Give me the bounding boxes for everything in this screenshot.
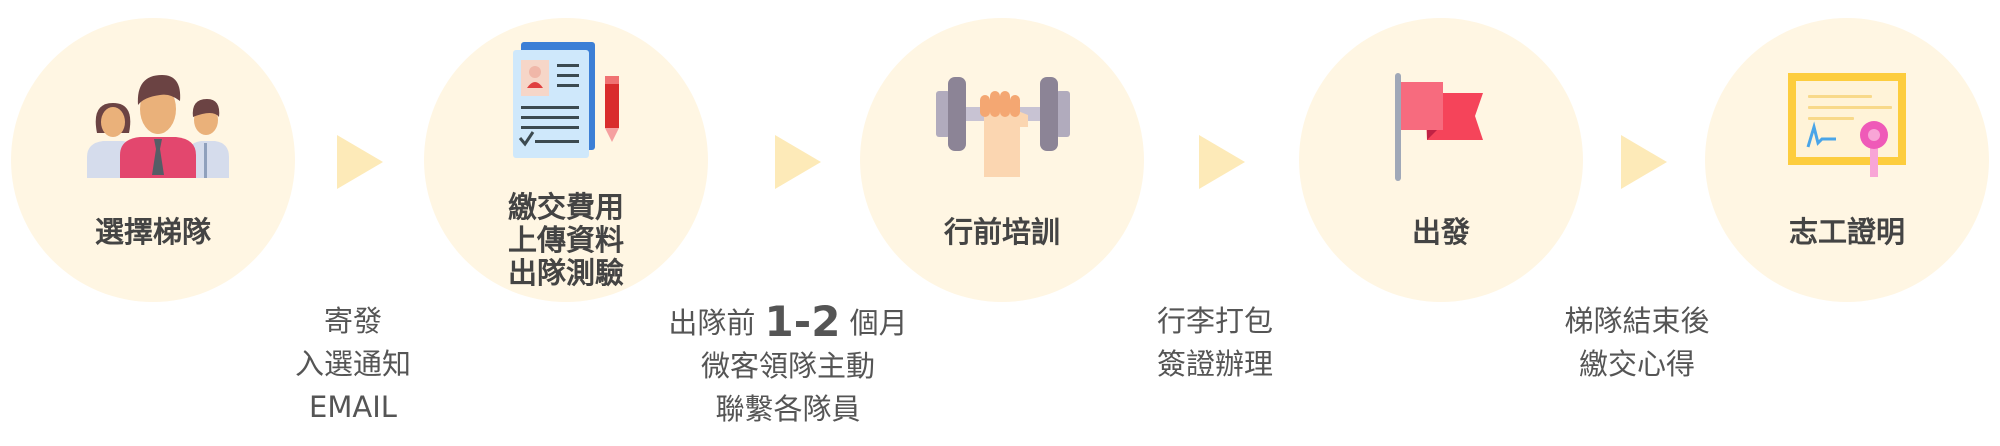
step-title: 行前培訓 xyxy=(943,215,1060,249)
team-icon xyxy=(87,75,229,178)
arrow-icon xyxy=(1199,135,1245,189)
document-icon xyxy=(513,42,619,158)
step-title: 志工證明 xyxy=(1788,215,1905,249)
certificate-icon xyxy=(1788,73,1906,177)
step-choose-team: 選擇梯隊 xyxy=(11,18,295,302)
step-title: 出發 xyxy=(1411,215,1470,249)
step-training: 行前培訓 xyxy=(860,18,1144,302)
step-title: 選擇梯隊 xyxy=(94,215,211,249)
step-title: 繳交費用上傳資料出隊測驗 xyxy=(507,190,624,290)
step-payment-upload-test: 繳交費用上傳資料出隊測驗 xyxy=(424,18,708,302)
step-certificate: 志工證明 xyxy=(1705,18,1989,302)
note-leader-contact: 出隊前 1-2 個月 微客領隊主動聯繫各隊員 xyxy=(668,297,908,426)
step-departure: 出發 xyxy=(1299,18,1583,302)
arrow-icon xyxy=(337,135,383,189)
flag-icon xyxy=(1395,73,1483,181)
arrow-icon xyxy=(1621,135,1667,189)
dumbbell-icon xyxy=(936,77,1070,177)
note-reflection: 梯隊結束後繳交心得 xyxy=(1564,304,1710,381)
arrow-icon xyxy=(775,135,821,189)
note-packing-visa: 行李打包簽證辦理 xyxy=(1156,304,1273,381)
